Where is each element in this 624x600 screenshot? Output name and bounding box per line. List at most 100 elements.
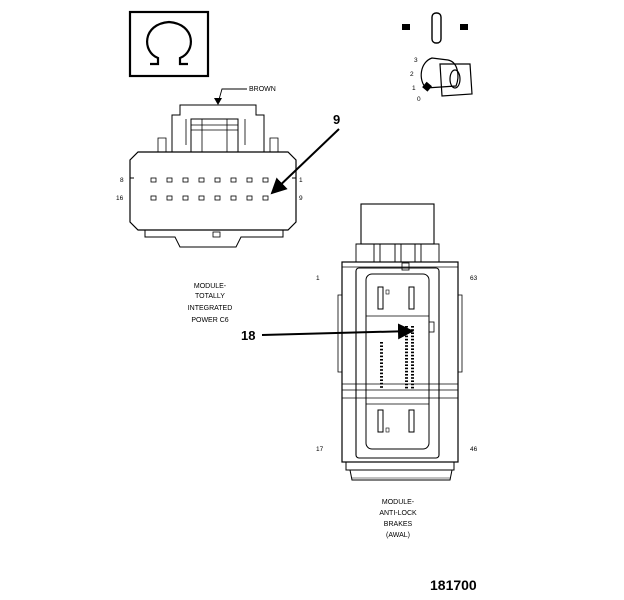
abs-pin-cavities [380,326,414,389]
abs-caption-line-4: (AWAL) [386,532,410,539]
abs-pin-cavity [405,367,408,370]
abs-pin-cavity [405,358,408,360]
tipm-pin-cavity [198,195,205,201]
tipm-pin-cavities [150,177,269,201]
key-position-1-label: 1 [412,85,416,92]
tipm-pin-cavity [230,177,237,183]
tipm-caption-line-1: MODULE- [194,283,227,290]
abs-pin-cavity [380,386,383,388]
abs-pin-cavity [380,359,383,361]
abs-pin-cavity [411,342,414,344]
abs-pin-cavity [411,377,414,379]
tipm-pin-8-label: 8 [120,177,124,184]
tipm-pin-cavity [182,195,189,201]
abs-pin-cavity [405,348,408,350]
tipm-pin-cavity [150,195,157,201]
abs-pin-cavity [405,342,408,344]
tipm-pin-cavity [214,177,221,183]
abs-pin-cavity [405,354,408,357]
abs-pin-cavity [380,342,383,344]
abs-pin-cavity [405,351,408,354]
abs-callout-number: 18 [241,328,255,343]
abs-pin-cavity [380,352,383,354]
tipm-pin-cavity [246,177,253,183]
abs-pin-cavity [411,348,414,350]
abs-pin-cavity [405,380,408,382]
abs-pin-cavity [405,338,408,341]
tipm-pin-cavity [214,195,221,201]
abs-pin-cavity [380,382,383,385]
abs-pin-cavity [411,351,414,354]
key-position-2-label: 2 [410,71,414,78]
abs-pin-cavity [380,345,383,347]
tipm-caption-line-3: INTEGRATED [188,305,233,312]
abs-pin-cavity [380,362,383,364]
abs-pin-cavity [411,374,414,376]
abs-pin-cavity [411,354,414,357]
tipm-callout-arrow [270,128,340,195]
tipm-callout-number: 9 [333,112,340,127]
key-position-0-label: 0 [417,96,421,103]
tipm-pin-cavity [198,177,205,183]
abs-pin-cavity [411,367,414,370]
abs-pin-cavity [411,383,414,386]
tipm-connector-c6: BROWN [129,86,297,248]
abs-pin-cavity [411,335,414,338]
abs-pin-cavity [405,374,408,376]
abs-caption-line-2: ANTI-LOCK [379,510,417,517]
abs-pin-cavity [411,364,414,366]
abs-pin-46-label: 46 [470,446,478,453]
abs-connector [337,203,463,481]
abs-pin-cavity [380,348,383,351]
tipm-caption-line-2: TOTALLY [195,293,225,300]
tipm-pin-cavity [246,195,253,201]
abs-pin-cavity [380,355,383,358]
abs-pin-cavity [405,370,408,373]
abs-pin-cavity [411,338,414,341]
abs-pin-cavity [411,332,414,334]
tipm-pin-cavity [230,195,237,201]
tipm-caption-line-4: POWER C6 [191,317,228,324]
ignition-key-icon [402,12,473,97]
abs-callout-arrow [261,323,414,340]
abs-caption-line-3: BRAKES [384,521,413,528]
figure-number: 181700 [430,577,477,593]
wire-color-label: BROWN [249,86,276,93]
tipm-pin-9-label: 9 [299,195,303,202]
abs-pin-cavity [380,376,383,378]
abs-pin-cavity [405,383,408,386]
abs-pin-cavity [405,377,408,379]
abs-pin-cavity [405,326,408,328]
abs-pin-17-label: 17 [316,446,324,453]
abs-caption-line-1: MODULE- [382,499,415,506]
abs-pin-cavity [411,326,414,328]
abs-pin-1-label: 1 [316,275,320,282]
abs-pin-cavity [411,361,414,363]
tipm-pin-cavity [166,195,173,201]
abs-pin-cavity [380,365,383,368]
tipm-pin-cavity [262,195,269,201]
key-position-3-label: 3 [414,57,418,64]
omega-symbol-icon [128,10,210,78]
abs-pin-63-label: 63 [470,275,478,282]
tipm-pin-16-label: 16 [116,195,124,202]
abs-pin-cavity [405,361,408,363]
abs-pin-cavity [411,380,414,382]
tipm-pin-cavity [166,177,173,183]
tipm-pin-cavity [262,177,269,183]
abs-pin-cavity [411,386,414,389]
abs-pin-cavity [380,379,383,381]
abs-pin-cavity [380,372,383,375]
tipm-pin-1-label: 1 [299,177,303,184]
abs-pin-cavity [380,369,383,371]
abs-pin-cavity [405,332,408,334]
abs-pin-cavity [411,358,414,360]
abs-pin-cavity [405,335,408,338]
abs-pin-cavity [405,345,408,347]
tipm-pin-cavity [150,177,157,183]
tipm-pin-cavity [182,177,189,183]
abs-pin-cavity [411,370,414,373]
abs-pin-cavity [405,364,408,366]
abs-pin-cavity [411,345,414,347]
